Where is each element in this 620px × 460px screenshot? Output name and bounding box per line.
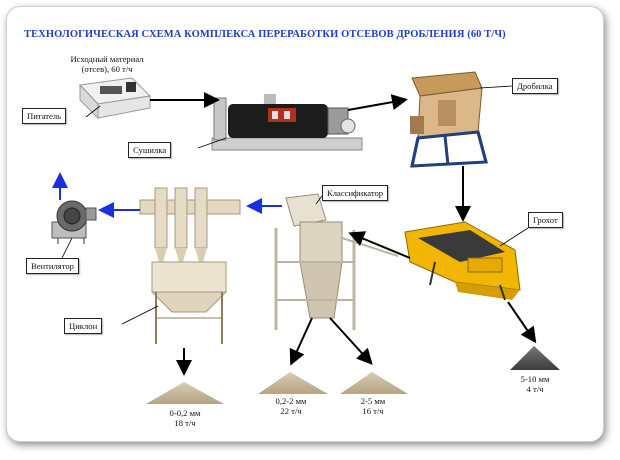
leader-feeder	[85, 105, 101, 118]
source-line-1: Исходный материал	[70, 54, 144, 64]
leader-fan	[61, 237, 73, 259]
arrow-screen-to-gravel	[507, 301, 537, 344]
product-medium-label: 0,2-2 мм 22 т/ч	[256, 396, 326, 416]
classifier-machine	[274, 193, 399, 330]
callout-classifier: Классификатор	[322, 185, 389, 201]
arrow-screen-to-classifier	[348, 231, 411, 259]
product-pile-coarse	[340, 372, 408, 394]
product-gravel-rate: 4 т/ч	[526, 384, 544, 394]
product-fine-rate: 18 т/ч	[174, 418, 196, 428]
callout-crusher: Дробилка	[512, 78, 558, 94]
fan-machine	[51, 200, 97, 244]
product-medium-size: 0,2-2 мм	[275, 396, 307, 406]
source-line-2: (отсев), 60 т/ч	[81, 64, 133, 74]
source-material-label: Исходный материал (отсев), 60 т/ч	[52, 54, 162, 74]
callout-dryer: Сушилка	[128, 142, 172, 158]
product-coarse-label: 2-5 мм 16 т/ч	[338, 396, 408, 416]
dryer-machine	[211, 94, 363, 151]
feeder-machine	[78, 77, 152, 120]
product-pile-fine	[146, 382, 224, 404]
crusher-machine	[410, 71, 488, 168]
cyclone-machine	[139, 187, 241, 344]
callout-feeder: Питатель	[22, 108, 67, 124]
diagram-title: ТЕХНОЛОГИЧЕСКАЯ СХЕМА КОМПЛЕКСА ПЕРЕРАБО…	[24, 29, 506, 40]
product-fine-label: 0-0,2 мм 18 т/ч	[150, 408, 220, 428]
product-fine-size: 0-0,2 мм	[169, 408, 201, 418]
product-gravel-size: 5-10 мм	[520, 374, 550, 384]
leader-crusher	[479, 85, 513, 89]
leader-classifier	[315, 195, 323, 205]
leader-dryer	[197, 137, 227, 149]
product-pile-medium	[258, 372, 328, 394]
arrow-classifier-to-medium	[289, 317, 313, 366]
product-medium-rate: 22 т/ч	[280, 406, 302, 416]
callout-screen: Грохот	[528, 212, 563, 228]
leader-cyclone	[121, 305, 159, 325]
arrow-dryer-to-crusher	[347, 94, 408, 111]
product-gravel-label: 5-10 мм 4 т/ч	[500, 374, 570, 394]
product-coarse-rate: 16 т/ч	[362, 406, 384, 416]
product-pile-gravel	[510, 346, 560, 370]
callout-cyclone: Циклон	[64, 318, 103, 334]
screen-machine	[404, 221, 521, 301]
arrow-classifier-to-coarse	[329, 317, 373, 365]
product-coarse-size: 2-5 мм	[360, 396, 386, 406]
leader-screen	[499, 227, 529, 247]
callout-fan: Вентилятор	[26, 258, 79, 274]
